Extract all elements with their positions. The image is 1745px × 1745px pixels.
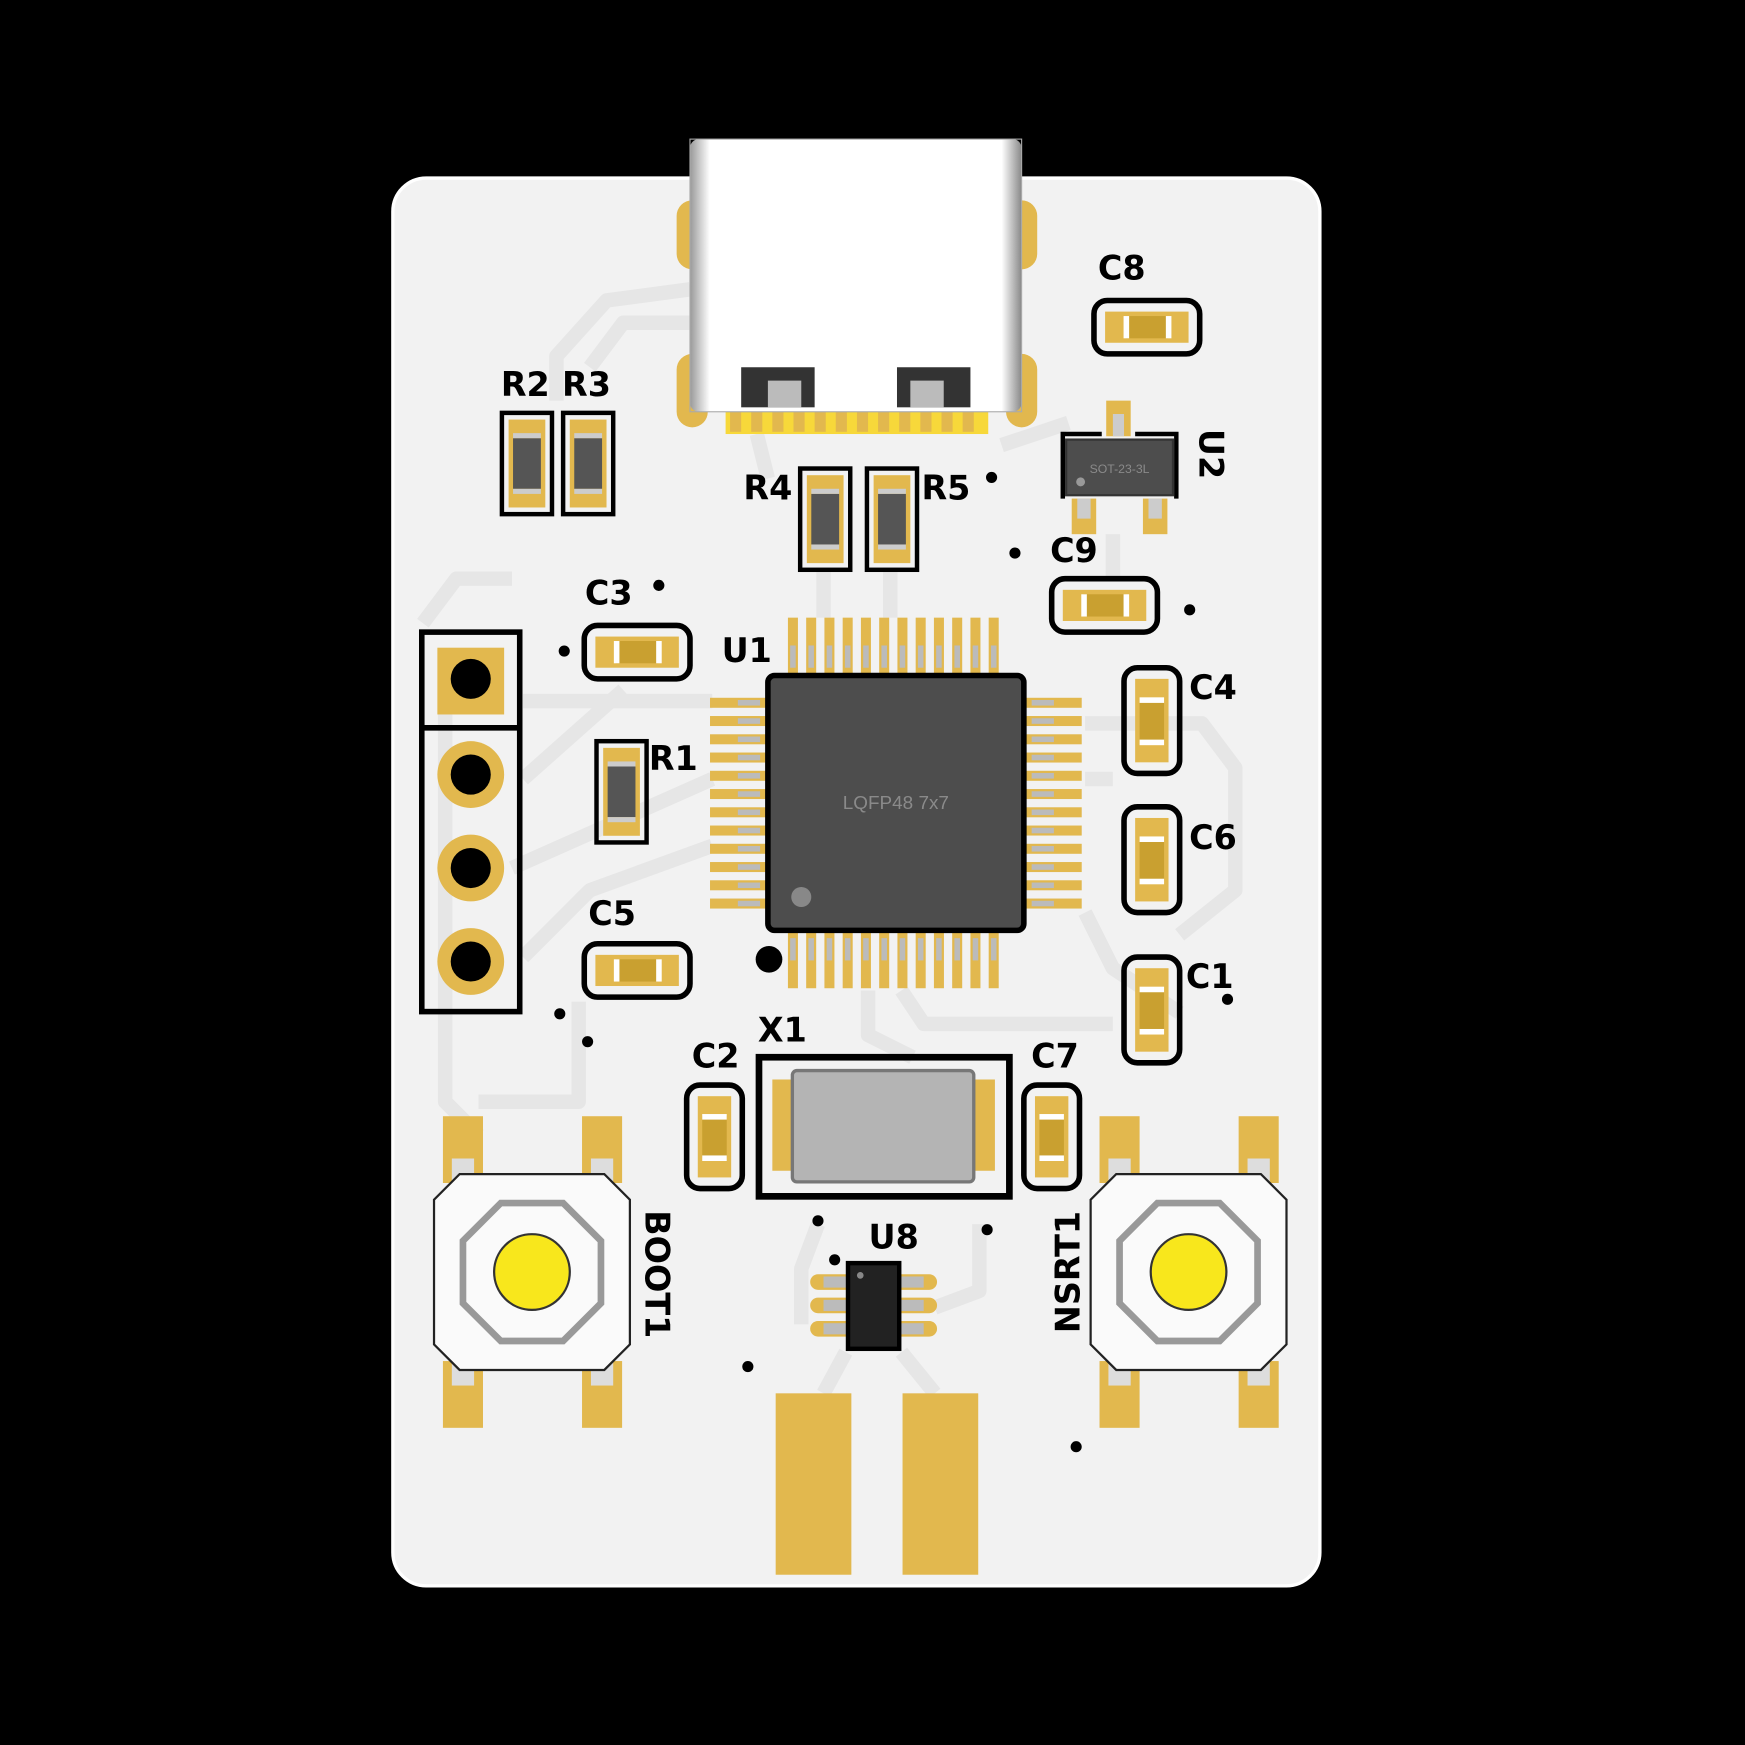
boot1-button[interactable] [432,1116,632,1428]
via [812,1215,824,1227]
label-u2: U2 [1192,429,1231,479]
r4-resistor[interactable] [797,466,853,573]
c1-capacitor[interactable] [1121,954,1183,1066]
label-c9: C9 [1050,531,1098,570]
u2-package-text: SOT-23-3L [1090,462,1150,476]
u1-package-text: LQFP48 7x7 [843,793,949,814]
usb-c-connector[interactable] [676,138,1038,435]
r5-resistor[interactable] [864,466,920,573]
usb-pin [730,407,742,432]
label-c2: C2 [692,1036,740,1075]
usb-pin [920,407,932,432]
via [1009,547,1021,559]
label-r1: R1 [649,739,698,778]
usb-pin [751,407,763,432]
label-nsrt1: NSRT1 [1048,1211,1087,1333]
label-r2: R2 [501,365,550,404]
via [554,1008,566,1020]
label-x1: X1 [758,1011,807,1050]
usb-pin [814,407,826,432]
label-r4: R4 [743,469,792,508]
usb-pin [962,407,974,432]
via [1184,604,1196,616]
c3-capacitor[interactable] [581,622,693,682]
via [986,471,998,483]
r3-resistor[interactable] [560,410,616,517]
label-c4: C4 [1189,668,1237,707]
silkscreen-labels: C8 U2 R2 R3 R4 R5 C9 C3 U1 R1 C4 C6 C1 C… [501,248,1237,1338]
label-boot1: BOOT1 [637,1210,676,1338]
label-c8: C8 [1098,248,1146,287]
via [1221,993,1234,1005]
c5-capacitor[interactable] [581,940,693,1000]
u2-sot23-regulator[interactable]: SOT-23-3L [1060,400,1179,535]
c2-capacitor[interactable] [683,1082,746,1192]
usb-pin [856,407,869,432]
c9-capacitor[interactable] [1048,575,1161,635]
via [742,1361,754,1373]
c8-capacitor[interactable] [1091,297,1203,357]
pin1-marker [755,945,783,973]
antenna-pad-right [902,1393,979,1575]
label-r3: R3 [562,365,611,404]
via [582,1036,594,1048]
usb-pin [941,407,953,432]
label-c6: C6 [1189,818,1237,857]
boot1-button-cap[interactable] [493,1233,571,1311]
via [1070,1441,1082,1453]
r2-resistor[interactable] [499,410,555,517]
via [558,645,570,657]
u8-sot23-6-chip[interactable] [810,1254,938,1352]
c6-capacitor[interactable] [1121,804,1183,916]
antenna-pad-left [775,1393,852,1575]
c7-capacitor[interactable] [1021,1082,1083,1192]
nsrt1-button-cap[interactable] [1149,1233,1228,1311]
usb-pin [835,407,847,432]
pin-header-4pin[interactable] [419,629,523,1015]
label-r5: R5 [921,469,970,508]
via [653,579,665,591]
r1-resistor[interactable] [594,738,649,845]
label-u8: U8 [868,1218,918,1257]
c4-capacitor[interactable] [1121,664,1183,777]
x1-crystal[interactable] [755,1053,1013,1200]
nsrt1-button[interactable] [1089,1116,1288,1428]
usb-pin [899,407,911,432]
label-c1: C1 [1186,957,1234,996]
label-c7: C7 [1031,1036,1079,1075]
label-u1: U1 [722,631,772,670]
u1-lqfp48-chip[interactable]: LQFP48 7x7 [710,617,1082,989]
usb-pin [878,407,890,432]
label-c3: C3 [585,573,633,612]
label-c5: C5 [588,894,636,933]
via [981,1224,993,1236]
usb-pin [772,407,784,432]
usb-pin [793,407,805,432]
